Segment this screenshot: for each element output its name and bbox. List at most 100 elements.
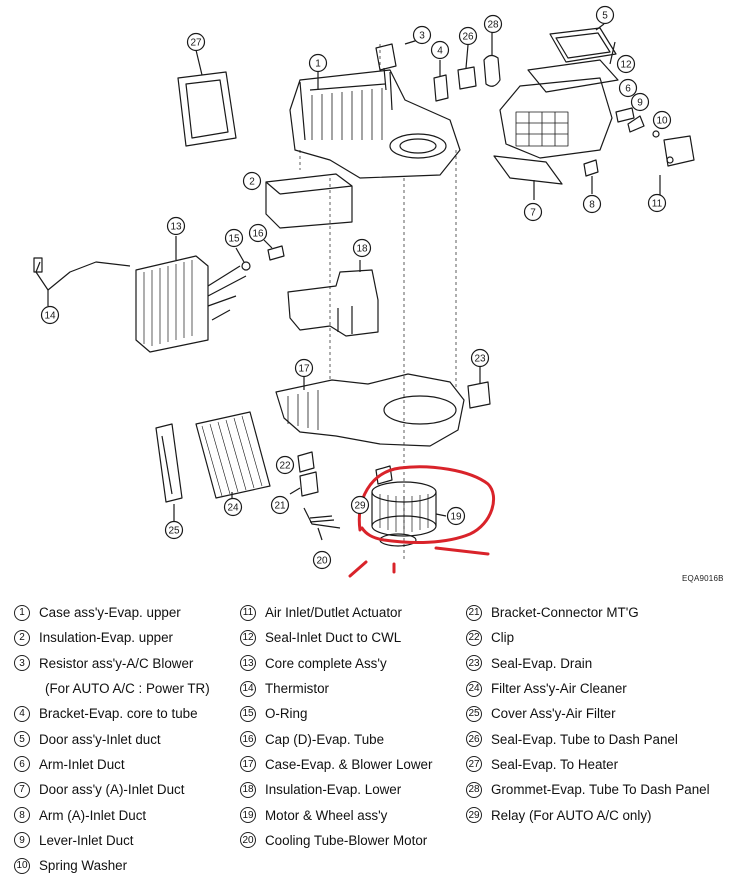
part-23-drain-seal (467, 364, 491, 409)
legend-text: Clip (491, 630, 515, 646)
part-26-seal (457, 44, 477, 90)
callout-label: 3 (419, 31, 425, 42)
legend-item: 2 Insulation-Evap. upper (14, 625, 236, 650)
callout-label: 5 (602, 11, 608, 22)
part-20-cooling-tube (303, 507, 341, 541)
assembly-lines (299, 44, 457, 560)
part-6-arm (615, 107, 635, 123)
callout-label: 14 (44, 311, 56, 322)
callout-5: 5 (595, 5, 615, 25)
part-1-upper-case (289, 68, 461, 179)
legend-number: 20 (240, 832, 256, 849)
callout-8: 8 (582, 194, 602, 214)
callout-label: 29 (354, 501, 366, 512)
callout-20: 20 (312, 550, 332, 570)
legend-text: Cover Ass'y-Air Filter (491, 706, 616, 722)
callout-label: 11 (652, 199, 663, 210)
legend-text: Insulation-Evap. upper (39, 630, 173, 646)
legend-text: (For AUTO A/C : Power TR) (45, 681, 210, 697)
legend-number: 9 (14, 832, 30, 849)
callout-27: 27 (186, 32, 206, 52)
legend-number: 7 (14, 781, 30, 798)
callout-label: 26 (462, 32, 474, 43)
legend-text: Arm-Inlet Duct (39, 756, 125, 772)
legend-text: Door ass'y (A)-Inlet Duct (39, 782, 185, 798)
legend-number: 27 (466, 756, 482, 773)
part-24-filter (195, 411, 271, 500)
callout-2: 2 (242, 171, 262, 191)
legend-text: Seal-Evap. Tube to Dash Panel (491, 731, 678, 747)
legend-text: Insulation-Evap. Lower (265, 782, 402, 798)
callout-23: 23 (470, 348, 490, 368)
part-19-motor-wheel (371, 481, 447, 547)
callout-label: 15 (228, 234, 240, 245)
callout-label: 22 (279, 461, 291, 472)
callout-label: 1 (315, 59, 321, 70)
part-25-cover (155, 423, 183, 522)
part-22-clip (297, 451, 315, 473)
callout-22: 22 (275, 455, 295, 475)
legend-text: Bracket-Evap. core to tube (39, 706, 198, 722)
legend-number: 18 (240, 781, 256, 798)
callout-12: 12 (616, 54, 636, 74)
callout-label: 24 (227, 503, 239, 514)
legend-item: 20 Cooling Tube-Blower Motor (240, 828, 465, 853)
callout-label: 8 (589, 200, 595, 211)
callout-15: 15 (224, 228, 244, 248)
legend-text: Motor & Wheel ass'y (265, 807, 388, 823)
callout-label: 16 (252, 229, 264, 240)
legend-number: 2 (14, 629, 30, 646)
legend-text: Relay (For AUTO A/C only) (491, 807, 652, 823)
callout-17: 17 (294, 358, 314, 378)
legend-number: 17 (240, 756, 256, 773)
legend-text: Grommet-Evap. Tube To Dash Panel (491, 782, 710, 798)
legend-text: Thermistor (265, 681, 329, 697)
legend-number: 8 (14, 807, 30, 824)
part-12-seal (527, 41, 619, 93)
legend-number: 14 (240, 680, 256, 697)
legend-text: Seal-Inlet Duct to CWL (265, 630, 402, 646)
callout-9: 9 (630, 92, 650, 112)
legend-text: Resistor ass'y-A/C Blower (39, 655, 194, 671)
legend-text: Cooling Tube-Blower Motor (265, 832, 428, 848)
callout-label: 9 (637, 98, 643, 109)
legend-number: 23 (466, 655, 482, 672)
callout-4: 4 (430, 40, 450, 60)
legend-item: 29 Relay (For AUTO A/C only) (466, 802, 728, 827)
legend-text: Seal-Evap. To Heater (491, 756, 619, 772)
legend-number: 6 (14, 756, 30, 773)
inlet-duct-housing (499, 77, 613, 159)
legend-item: 18 Insulation-Evap. Lower (240, 777, 465, 802)
callout-29: 29 (350, 495, 370, 515)
callout-label: 17 (298, 364, 310, 375)
legend-number: 26 (466, 731, 482, 748)
part-3-resistor (375, 39, 419, 91)
part-15-oring (235, 247, 251, 271)
legend-number: 15 (240, 705, 256, 722)
callout-24: 24 (223, 497, 243, 517)
legend-text: Air Inlet/Dutlet Actuator (265, 605, 402, 621)
part-28-grommet (483, 32, 501, 87)
callout-13: 13 (166, 216, 186, 236)
legend-number: 29 (466, 807, 482, 824)
legend-number: 1 (14, 604, 30, 621)
legend-number: 28 (466, 781, 482, 798)
part-21-bracket (289, 471, 319, 497)
legend-item: 26 Seal-Evap. Tube to Dash Panel (466, 726, 728, 751)
legend-number: 5 (14, 731, 30, 748)
